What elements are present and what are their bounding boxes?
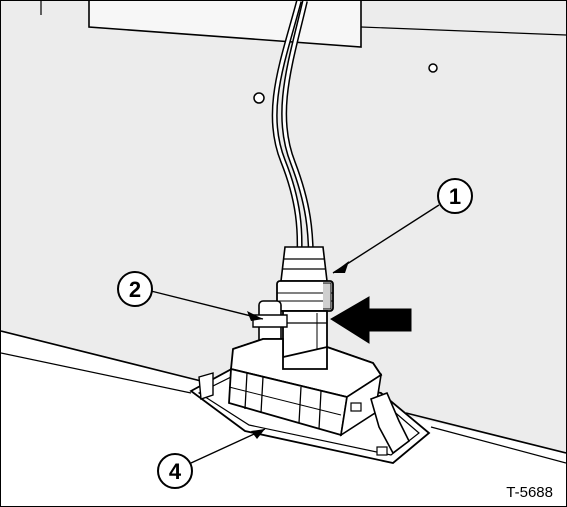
connector-plug xyxy=(276,246,334,312)
callout-1: 1 xyxy=(437,178,473,214)
callout-4: 4 xyxy=(157,453,193,489)
lamp-housing xyxy=(189,338,431,464)
direction-arrow xyxy=(330,296,412,344)
figure-reference: T-5688 xyxy=(506,484,553,501)
mounting-hole xyxy=(428,63,438,73)
callout-2: 2 xyxy=(117,271,153,307)
callout-4-label: 4 xyxy=(169,459,182,484)
rear-panel xyxy=(1,1,566,453)
callout-2-label: 2 xyxy=(129,277,141,302)
lower-surface-edge xyxy=(1,352,566,464)
leader-lines xyxy=(150,204,440,464)
mounting-hole xyxy=(253,92,265,104)
callout-1-label: 1 xyxy=(449,184,461,209)
panel-edge xyxy=(1,330,566,454)
